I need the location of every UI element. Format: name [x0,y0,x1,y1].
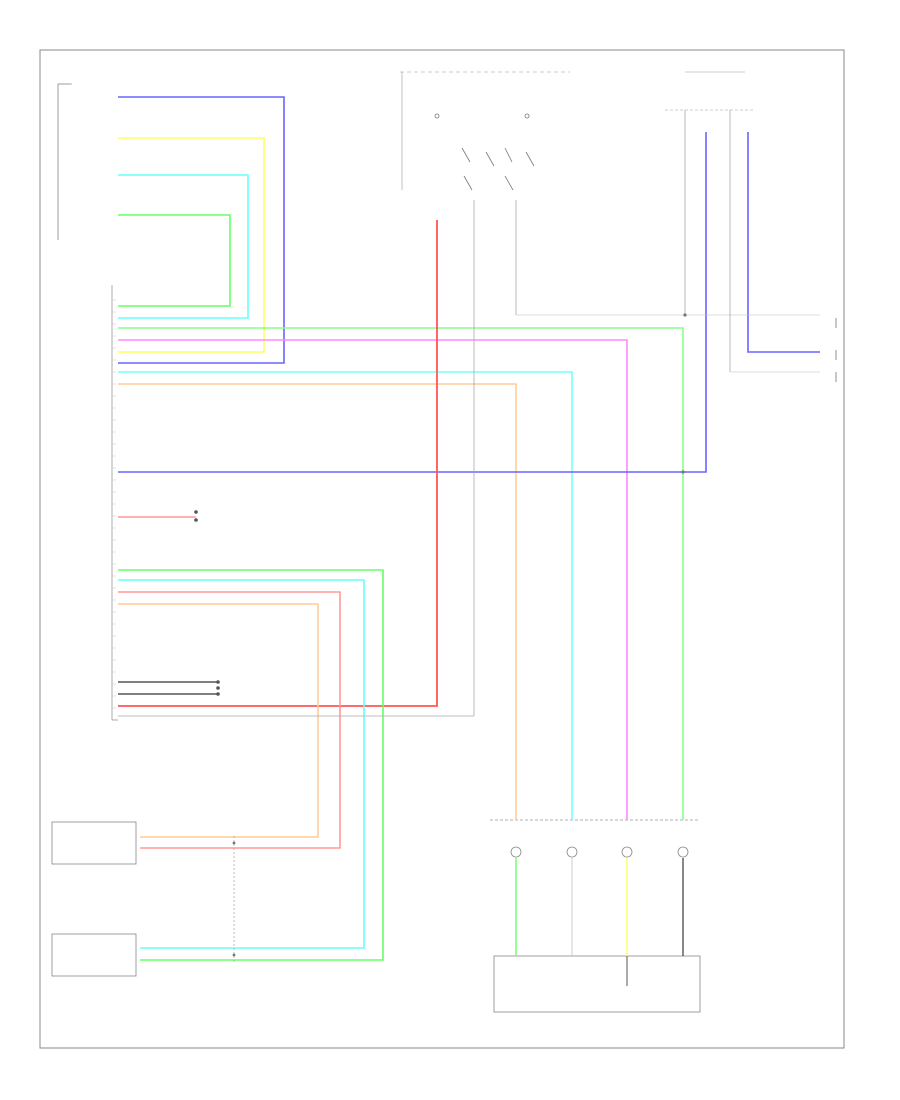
diagram-frame [39,49,845,1049]
wire-blue-top [118,96,285,364]
unit-pin-ticks [112,299,116,709]
wire-green-top [118,214,231,307]
wire-cyan-tweeter [118,579,365,949]
wire-blue-long [118,132,707,473]
speaker-terminal-3 [621,846,633,858]
wire-yellow [118,137,265,353]
speaker-terminal-1 [510,846,522,858]
wire-blue-right [747,132,820,353]
front-speaker-box [57,83,70,240]
switch-contacts [434,113,535,191]
wire-orange-mid [118,383,517,820]
wire-magenta [118,339,628,820]
right-tweeter-box [51,933,137,977]
left-tweeter-box [51,821,137,865]
steering-module-box [493,955,701,1013]
wire-green-right [118,327,684,820]
wire-orange-tweeter [118,603,319,838]
wire-red-switch [118,220,438,707]
wire-red-tweeter [118,591,341,849]
wire-green-tweeter [118,569,384,961]
speaker-terminal-2 [566,846,578,858]
speaker-terminal-4 [677,846,689,858]
wire-cyan-top [118,174,249,319]
wire-cyan-mid [118,371,573,820]
